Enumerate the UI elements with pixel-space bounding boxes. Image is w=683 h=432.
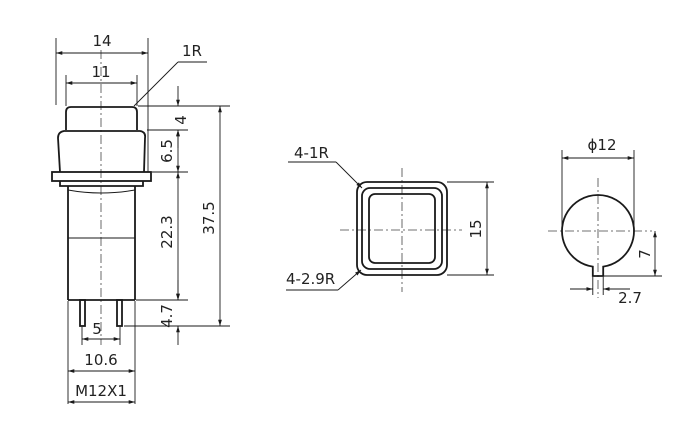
terminal-pin-left — [79, 299, 86, 327]
switch-cap — [65, 106, 138, 130]
round-body-with-key — [561, 194, 635, 277]
dim-corner-radius: 1R — [182, 42, 202, 60]
square-cap-outer — [356, 181, 448, 276]
dim-pin-spacing: 5 — [92, 320, 102, 338]
switch-bezel — [57, 130, 147, 173]
dim-thread-width: 10.6 — [84, 351, 117, 369]
corner-radius-label: 4-1R — [294, 144, 329, 162]
dim-square-size: 15 — [467, 219, 485, 238]
dim-body-height: 22.3 — [158, 215, 176, 248]
dim-width-top: 14 — [92, 32, 111, 50]
thread-spec: M12X1 — [75, 382, 127, 400]
dim-width-cap: 11 — [91, 63, 110, 81]
dim-diameter: ϕ12 — [588, 136, 617, 154]
switch-flange — [51, 171, 152, 182]
body-curve — [67, 189, 136, 194]
round-view: ϕ12 7 2.7 — [548, 136, 662, 307]
dim-cap-height: 4 — [172, 115, 190, 125]
dim-total-height: 37.5 — [200, 201, 218, 234]
dim-pin-length: 4.7 — [158, 304, 176, 328]
square-cap-middle — [361, 187, 443, 270]
threaded-body — [67, 186, 136, 300]
terminal-pin-right — [116, 299, 123, 327]
outer-radius-label: 4-2.9R — [286, 270, 335, 288]
front-view: 4-1R 4-2.9R 15 — [286, 144, 494, 292]
dim-key-width: 2.7 — [618, 289, 642, 307]
side-view: 14 11 1R 4 6.5 22.3 4.7 37.5 — [51, 32, 230, 404]
dim-key-offset: 7 — [636, 249, 654, 259]
square-cap-inner — [368, 193, 436, 264]
switch-neck — [59, 181, 144, 187]
dim-bezel-height: 6.5 — [158, 139, 176, 163]
